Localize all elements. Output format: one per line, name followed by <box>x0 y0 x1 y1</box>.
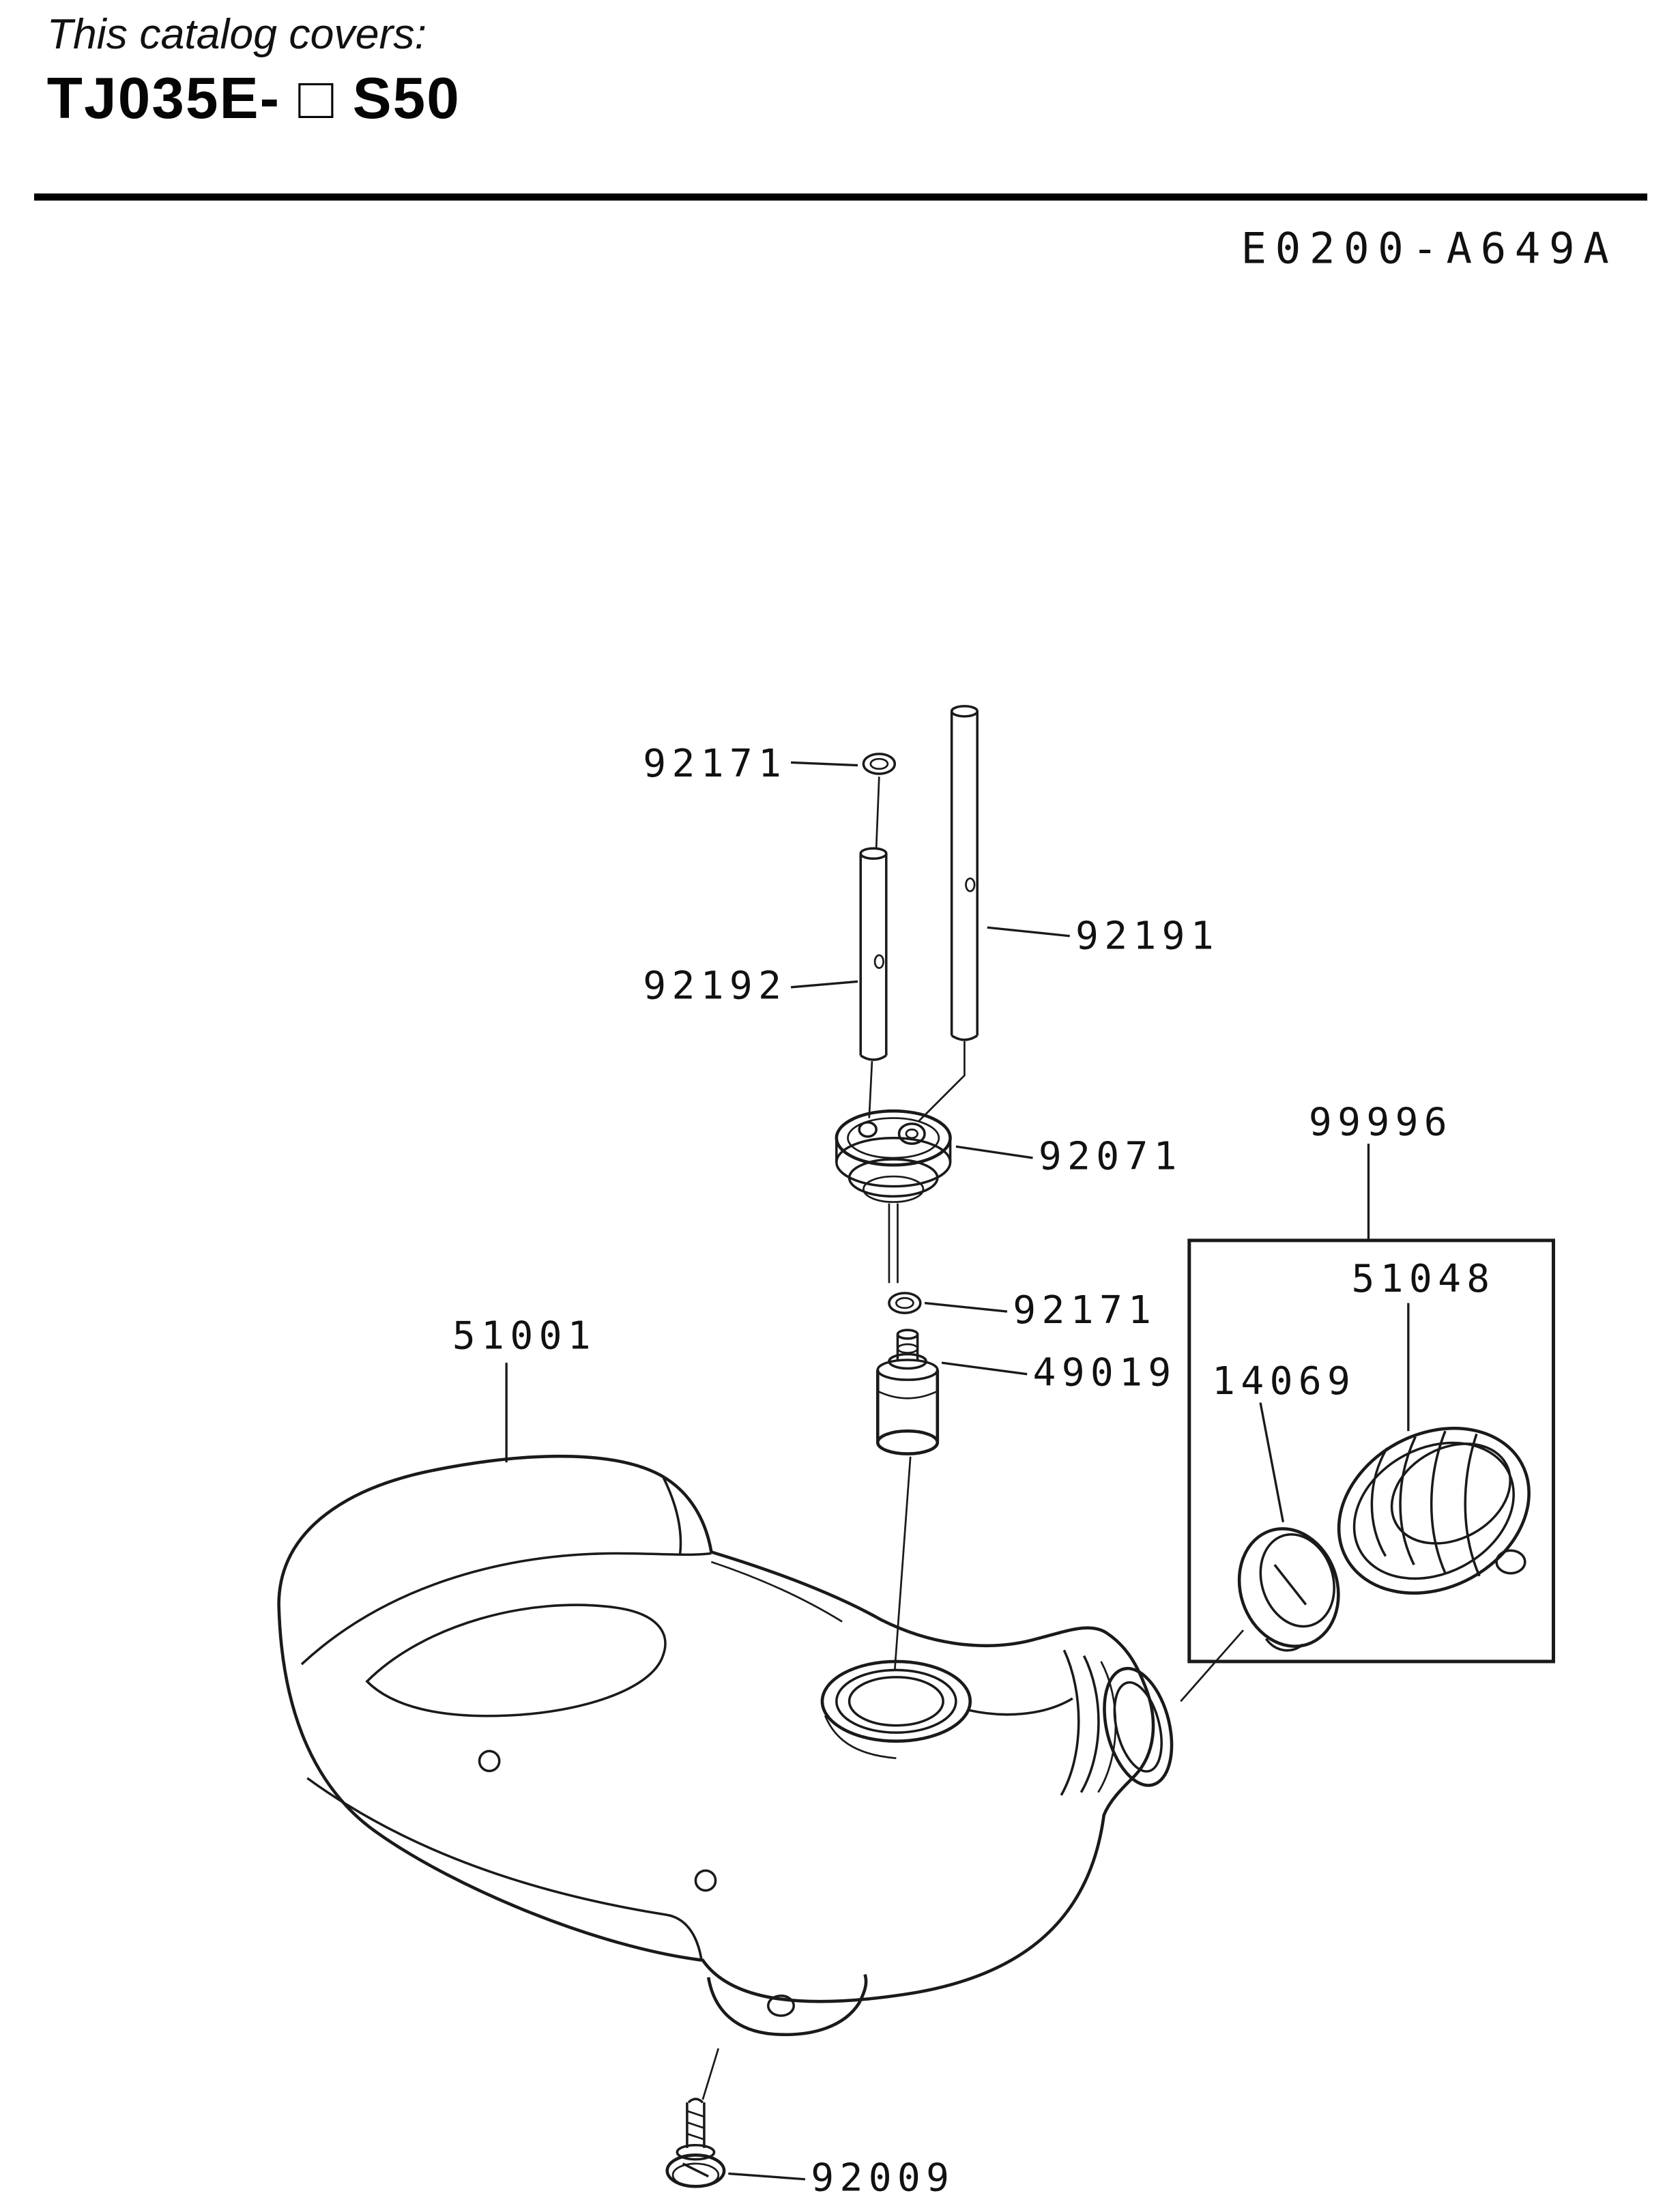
grommet-92071-drawing <box>835 1109 952 1284</box>
label-92192: 92192 <box>643 963 787 1008</box>
leader-lines <box>505 761 1410 2181</box>
header-divider <box>34 193 1648 201</box>
screw-92009-drawing <box>665 2098 726 2188</box>
fuel-tank-51001-drawing <box>277 1454 1245 2100</box>
diagram-code: E0200-A649A <box>1241 224 1618 275</box>
kit-box-99996 <box>1187 1238 1555 1664</box>
tube-92191-drawing <box>918 705 979 1122</box>
model-code: TJ035E- □ S50 <box>46 65 461 131</box>
label-49019: 49019 <box>1032 1350 1176 1395</box>
label-92009: 92009 <box>811 2156 955 2200</box>
label-92171-mid: 92171 <box>1013 1288 1157 1333</box>
oring-top-drawing <box>862 753 897 848</box>
label-92191: 92191 <box>1075 914 1219 958</box>
label-92171-top: 92171 <box>643 742 787 786</box>
part-labels: 92171 92192 92191 92071 99996 51048 9217… <box>452 742 1495 2200</box>
oring-mid-drawing <box>888 1292 922 1314</box>
label-99996: 99996 <box>1309 1101 1453 1145</box>
catalog-covers-note: This catalog covers: <box>46 11 426 59</box>
label-51048: 51048 <box>1351 1257 1495 1301</box>
label-14069: 14069 <box>1212 1359 1356 1404</box>
label-51001: 51001 <box>452 1314 596 1358</box>
tube-92192-drawing <box>859 847 888 1118</box>
fuel-filter-49019-drawing <box>875 1329 940 1670</box>
label-92071: 92071 <box>1039 1135 1183 1179</box>
gasket-14069-drawing <box>1237 1527 1340 1652</box>
fuel-cap-51048-drawing <box>1337 1426 1531 1595</box>
